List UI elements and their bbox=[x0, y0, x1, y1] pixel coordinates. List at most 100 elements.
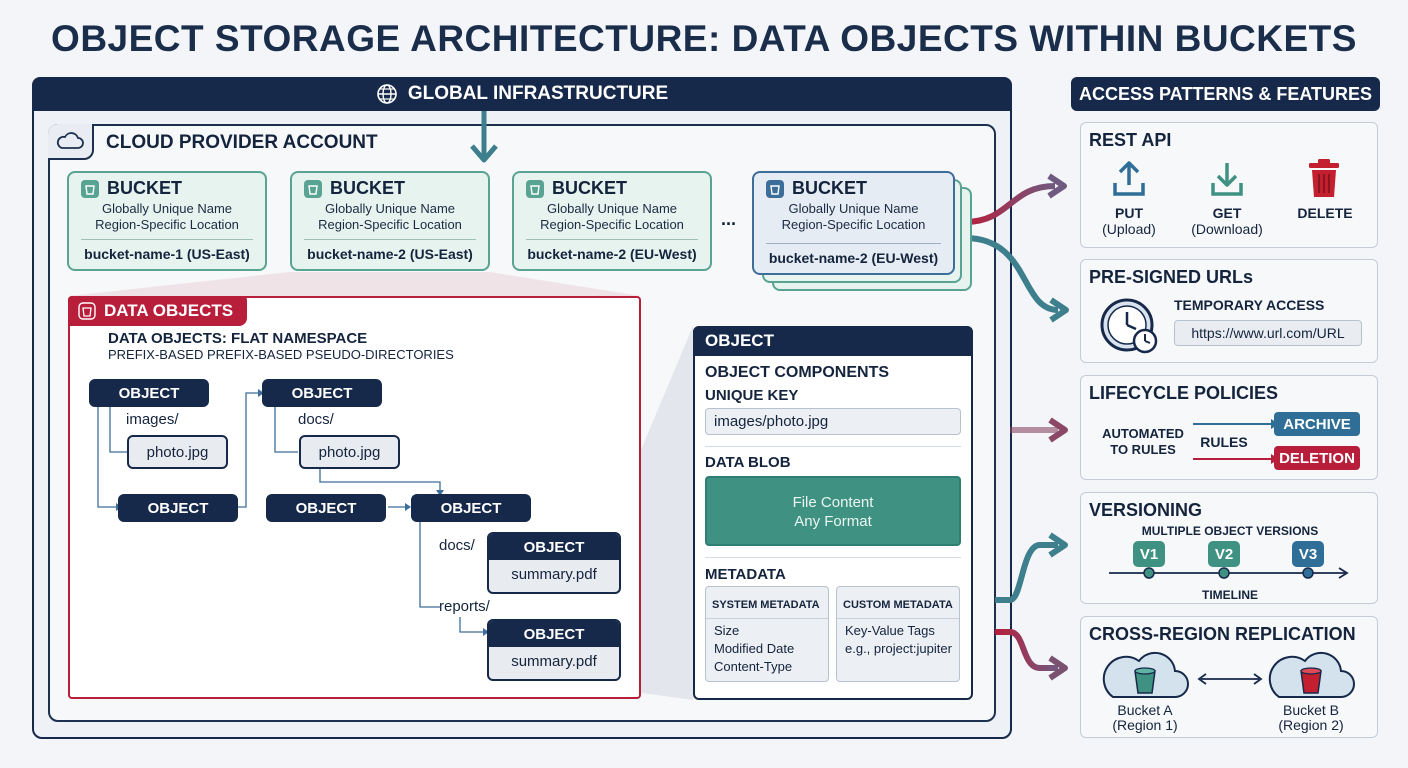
blob-line-1: File Content bbox=[792, 494, 874, 511]
file-photo-jpg[interactable]: photo.jpg bbox=[299, 435, 400, 469]
data-blob-box: File Content Any Format bbox=[705, 476, 961, 546]
object-summary-card-1[interactable]: OBJECT summary.pdf bbox=[487, 532, 621, 594]
bucket-b-region: (Region 2) bbox=[1278, 717, 1344, 733]
access-patterns-header: ACCESS PATTERNS & FEATURES bbox=[1071, 77, 1380, 111]
arrow-to-lifecycle bbox=[995, 417, 1068, 443]
object-panel-header: OBJECT bbox=[693, 326, 973, 356]
deletion-action[interactable]: DELETION bbox=[1274, 446, 1360, 470]
system-metadata-item: Size bbox=[714, 623, 740, 638]
arrow-to-rest-api bbox=[964, 173, 1067, 225]
global-down-arrow bbox=[470, 111, 498, 163]
bucket-title: BUCKET bbox=[552, 178, 627, 198]
bucket-card-4[interactable]: BUCKET Globally Unique Name Region-Speci… bbox=[752, 171, 955, 275]
bucket-icon bbox=[304, 179, 322, 198]
divider bbox=[705, 446, 961, 447]
download-icon bbox=[1211, 163, 1243, 196]
bucket-desc-2: Region-Specific Location bbox=[95, 217, 239, 232]
cloud-tab bbox=[48, 124, 94, 160]
lifecycle-policies-card: LIFECYCLE POLICIES AUTOMATED TO RULES RU… bbox=[1080, 375, 1378, 480]
object-node[interactable]: OBJECT bbox=[89, 379, 209, 407]
bucket-name: bucket-name-2 (EU-West) bbox=[766, 243, 941, 273]
bucket-a-label: Bucket A bbox=[1117, 702, 1173, 718]
multiple-versions-label: MULTIPLE OBJECT VERSIONS bbox=[1141, 524, 1319, 538]
zoom-funnel-data-objects bbox=[68, 272, 641, 296]
presigned-url-field[interactable]: https://www.url.com/URL bbox=[1174, 320, 1362, 346]
bucket-card-3[interactable]: BUCKET Globally Unique Name Region-Speci… bbox=[512, 171, 712, 271]
prefix-label-docs: docs/ bbox=[439, 537, 475, 554]
versioning-title: VERSIONING bbox=[1089, 500, 1203, 520]
bucket-desc-2: Region-Specific Location bbox=[540, 217, 684, 232]
data-objects-tab-label: DATA OBJECTS bbox=[104, 301, 234, 320]
system-metadata-box: SYSTEM METADATA Size Modified Date Conte… bbox=[705, 586, 829, 682]
bucket-desc-2: Region-Specific Location bbox=[781, 217, 926, 232]
bucket-title: BUCKET bbox=[107, 178, 182, 198]
cloud-bucket-b-icon bbox=[1268, 651, 1355, 698]
temporary-access-label: TEMPORARY ACCESS bbox=[1174, 297, 1325, 313]
rest-api-card: REST API PUT (Upload) GET (Download) DEL… bbox=[1080, 122, 1378, 248]
upload-icon bbox=[1113, 161, 1145, 196]
bucket-card-2[interactable]: BUCKET Globally Unique Name Region-Speci… bbox=[290, 171, 490, 271]
bucket-icon bbox=[78, 302, 96, 320]
system-metadata-title: SYSTEM METADATA bbox=[706, 587, 828, 619]
object-node[interactable]: OBJECT bbox=[266, 494, 386, 522]
bucket-desc-1: Globally Unique Name bbox=[324, 201, 456, 216]
presigned-urls-card: PRE-SIGNED URLs TEMPORARY ACCESS https:/… bbox=[1080, 259, 1378, 363]
versioning-card: VERSIONING MULTIPLE OBJECT VERSIONS V1 V… bbox=[1080, 492, 1378, 604]
arrow-to-replication bbox=[995, 629, 1068, 681]
bucket-a-region: (Region 1) bbox=[1112, 717, 1178, 733]
get-sub-label: (Download) bbox=[1191, 221, 1263, 237]
global-infrastructure-header: GLOBAL INFRASTRUCTURE bbox=[32, 77, 1012, 111]
bucket-desc-1: Globally Unique Name bbox=[546, 201, 678, 216]
cloud-bucket-a-icon bbox=[1102, 651, 1189, 698]
file-summary-pdf: summary.pdf bbox=[511, 566, 597, 583]
system-metadata-item: Content-Type bbox=[714, 659, 793, 674]
unique-key-value[interactable]: images/photo.jpg bbox=[705, 408, 961, 435]
globe-icon bbox=[377, 84, 397, 104]
data-objects-tab: DATA OBJECTS bbox=[68, 296, 248, 326]
version-v1[interactable]: V1 bbox=[1133, 541, 1165, 567]
object-header: OBJECT bbox=[489, 621, 619, 647]
lifecycle-policies-title: LIFECYCLE POLICIES bbox=[1089, 383, 1279, 403]
get-label: GET bbox=[1212, 205, 1242, 221]
put-label: PUT bbox=[1115, 205, 1143, 221]
object-summary-card-2[interactable]: OBJECT summary.pdf bbox=[487, 619, 621, 681]
bucket-desc-1: Globally Unique Name bbox=[101, 201, 233, 216]
object-node[interactable]: OBJECT bbox=[262, 379, 382, 407]
rest-api-title: REST API bbox=[1089, 130, 1172, 150]
put-sub-label: (Upload) bbox=[1102, 221, 1156, 237]
bucket-icon bbox=[81, 179, 99, 198]
bucket-name: bucket-name-2 (EU-West) bbox=[526, 239, 698, 269]
timeline-label: TIMELINE bbox=[1202, 588, 1258, 602]
custom-metadata-item: e.g., project:jupiter bbox=[845, 641, 952, 656]
custom-metadata-item: Key-Value Tags bbox=[845, 623, 935, 638]
archive-action[interactable]: ARCHIVE bbox=[1274, 412, 1360, 436]
custom-metadata-title: CUSTOM METADATA bbox=[837, 587, 959, 619]
presigned-urls-title: PRE-SIGNED URLs bbox=[1089, 267, 1254, 287]
version-v3[interactable]: V3 bbox=[1292, 541, 1324, 567]
unique-key-heading: UNIQUE KEY bbox=[705, 387, 799, 404]
replication-arrow bbox=[1197, 673, 1263, 685]
to-rules-label: TO RULES bbox=[1110, 442, 1176, 457]
object-node[interactable]: OBJECT bbox=[118, 494, 238, 522]
bucket-title: BUCKET bbox=[792, 178, 867, 198]
version-v2[interactable]: V2 bbox=[1208, 541, 1240, 567]
arrow-to-presigned bbox=[964, 235, 1069, 323]
file-summary-pdf: summary.pdf bbox=[511, 653, 597, 670]
global-infrastructure-label: GLOBAL INFRASTRUCTURE bbox=[407, 83, 669, 104]
custom-metadata-box: CUSTOM METADATA Key-Value Tags e.g., pro… bbox=[836, 586, 960, 682]
cross-region-replication-title: CROSS-REGION REPLICATION bbox=[1089, 624, 1356, 644]
bucket-name: bucket-name-2 (US-East) bbox=[304, 239, 476, 269]
object-node[interactable]: OBJECT bbox=[411, 494, 531, 522]
cross-region-replication-card: CROSS-REGION REPLICATION Bucket A (Regio… bbox=[1080, 616, 1378, 738]
bucket-card-1[interactable]: BUCKET Globally Unique Name Region-Speci… bbox=[67, 171, 267, 271]
rules-label: RULES bbox=[1200, 434, 1248, 450]
bucket-desc-2: Region-Specific Location bbox=[318, 217, 462, 232]
arrow-to-versioning bbox=[995, 532, 1068, 603]
file-photo-jpg[interactable]: photo.jpg bbox=[127, 435, 228, 469]
prefix-label-images: images/ bbox=[126, 411, 179, 428]
more-buckets-ellipsis: ... bbox=[721, 209, 737, 229]
cloud-icon bbox=[56, 132, 84, 149]
timeline-line bbox=[1109, 567, 1349, 579]
flat-namespace-heading: DATA OBJECTS: FLAT NAMESPACE bbox=[108, 330, 368, 347]
